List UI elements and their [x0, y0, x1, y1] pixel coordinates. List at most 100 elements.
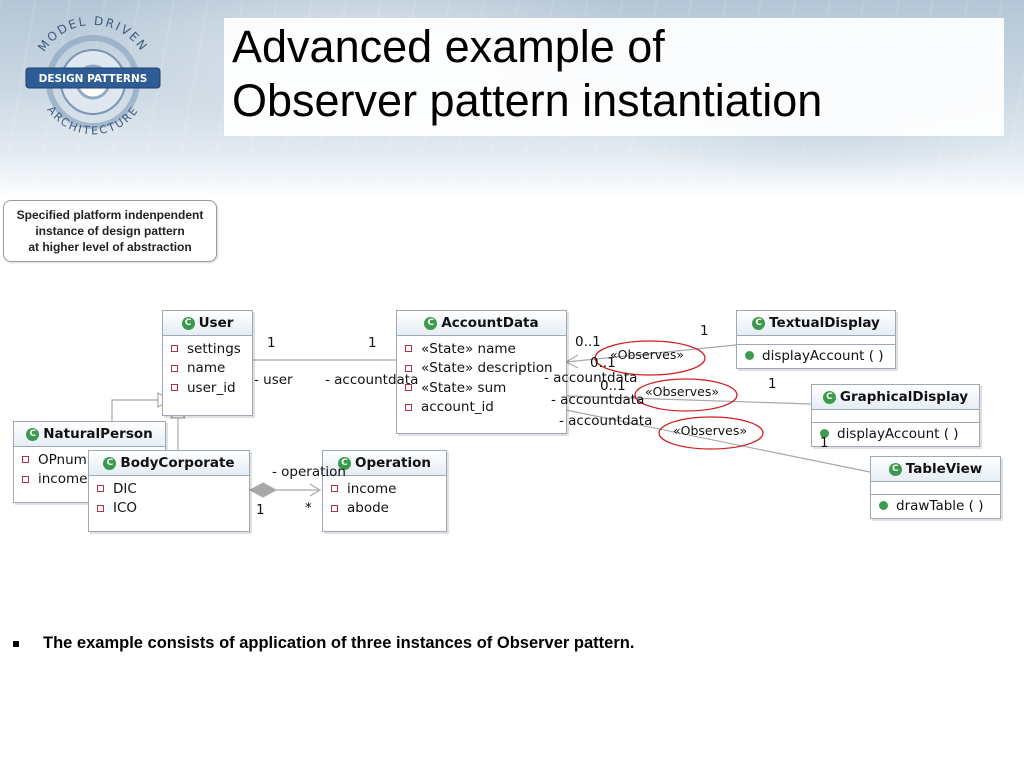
attribute-row: abode	[323, 499, 446, 519]
attribute-row: income	[323, 479, 446, 499]
obs3-target-multiplicity: 1	[820, 435, 829, 451]
private-attribute-icon	[171, 345, 178, 353]
public-operation-icon	[745, 351, 754, 361]
class-operation-attributes: income abode	[323, 476, 446, 531]
obs1-target-multiplicity: 1	[700, 323, 709, 339]
uml-class-diagram: C User settings name user_id C AccountDa…	[0, 300, 1024, 540]
attribute-name: settings	[187, 340, 241, 357]
bodycorporate-multiplicity: 1	[256, 502, 265, 518]
class-accountdata-header: C AccountData	[397, 311, 566, 336]
bullet-square-icon	[13, 640, 19, 647]
operation-name: displayAccount ( )	[762, 347, 884, 364]
public-operation-icon	[879, 501, 888, 511]
class-bodycorporate-attributes: DIC ICO	[89, 476, 249, 531]
attribute-name: account_id	[421, 399, 494, 416]
class-tableview-methods: drawTable ( )	[871, 494, 1000, 518]
user-multiplicity: 1	[267, 335, 276, 351]
class-bodycorporate[interactable]: C BodyCorporate DIC ICO	[88, 450, 250, 532]
class-user[interactable]: C User settings name user_id	[162, 310, 253, 416]
attribute-name: «State» name	[421, 340, 516, 357]
attribute-row: «State» sum	[397, 378, 566, 398]
observes-ellipse-1	[594, 340, 706, 376]
attribute-row: «State» description	[397, 359, 566, 379]
attribute-name: «State» description	[421, 360, 553, 377]
svg-text:MODEL DRIVEN: MODEL DRIVEN	[35, 14, 151, 54]
attribute-name: income	[347, 480, 397, 497]
class-naturalperson-name: NaturalPerson	[43, 426, 153, 442]
attribute-row: income	[14, 470, 165, 490]
callout-line-1: Specified platform indenpendent	[16, 208, 204, 222]
class-textualdisplay[interactable]: C TextualDisplay displayAccount ( )	[736, 310, 896, 369]
generalization-naturalperson-line	[111, 399, 158, 422]
public-operation-icon	[820, 429, 829, 439]
attribute-name: «State» sum	[421, 379, 507, 396]
class-bodycorporate-header: C BodyCorporate	[89, 451, 249, 476]
user-role-label: - user	[254, 372, 293, 388]
obs3-role-label: - accountdata	[559, 413, 653, 429]
class-accountdata[interactable]: C AccountData «State» name «State» descr…	[396, 310, 567, 434]
observes-stereotype-1: «Observes»	[610, 347, 685, 362]
private-attribute-icon	[331, 504, 338, 512]
private-attribute-icon	[405, 403, 412, 411]
title-line-1: Advanced example of	[232, 21, 665, 72]
observes-tableview-line	[565, 409, 871, 473]
obs2-target-multiplicity: 1	[768, 376, 777, 392]
attribute-row: «State» name	[397, 339, 566, 359]
private-attribute-icon	[22, 475, 29, 483]
class-tableview-header: C TableView	[871, 457, 1000, 482]
title-box: Advanced example of Observer pattern ins…	[224, 18, 1004, 136]
class-naturalperson-header: C NaturalPerson	[14, 422, 165, 447]
class-graphicaldisplay[interactable]: C GraphicalDisplay displayAccount ( )	[811, 384, 980, 447]
attribute-name: user_id	[187, 379, 236, 396]
class-graphicaldisplay-header: C GraphicalDisplay	[812, 385, 979, 410]
obs2-role-label: - accountdata	[551, 392, 645, 408]
private-attribute-icon	[405, 384, 412, 392]
class-icon: C	[181, 316, 195, 330]
class-operation[interactable]: C Operation income abode	[322, 450, 447, 532]
observes-stereotype-2: «Observes»	[645, 384, 720, 399]
attribute-name: DIC	[113, 480, 137, 497]
class-icon: C	[888, 462, 902, 476]
operation-name: drawTable ( )	[896, 497, 984, 514]
observes-ellipse-2	[634, 378, 738, 412]
attribute-row: DIC	[89, 479, 249, 499]
class-textualdisplay-methods: displayAccount ( )	[737, 344, 895, 368]
class-user-attributes: settings name user_id	[163, 336, 252, 415]
class-graphicaldisplay-attributes	[812, 410, 979, 422]
class-icon: C	[337, 456, 351, 470]
class-tableview-name: TableView	[905, 461, 983, 477]
class-accountdata-name: AccountData	[441, 315, 539, 331]
class-textualdisplay-header: C TextualDisplay	[737, 311, 895, 336]
private-attribute-icon	[405, 345, 412, 353]
class-operation-name: Operation	[354, 455, 432, 471]
class-user-name: User	[198, 315, 234, 331]
private-attribute-icon	[171, 384, 178, 392]
class-accountdata-attributes: «State» name «State» description «State»…	[397, 336, 566, 433]
class-user-header: C User	[163, 311, 252, 336]
class-tableview-attributes	[871, 482, 1000, 494]
private-attribute-icon	[331, 485, 338, 493]
bullet-text: The example consists of application of t…	[43, 634, 635, 652]
accountdata-multiplicity: 1	[368, 335, 377, 351]
attribute-name: abode	[347, 500, 389, 517]
abstraction-callout: Specified platform indenpendent instance…	[3, 200, 217, 262]
title-line-2: Observer pattern instantiation	[232, 75, 823, 126]
class-icon: C	[752, 316, 766, 330]
attribute-name: ICO	[113, 500, 138, 517]
operation-name: displayAccount ( )	[837, 425, 959, 442]
class-graphicaldisplay-methods: displayAccount ( )	[812, 422, 979, 446]
observes-graphicaldisplay-line	[565, 395, 812, 405]
class-bodycorporate-name: BodyCorporate	[120, 455, 235, 471]
bullet-point: The example consists of application of t…	[13, 634, 634, 653]
observes-ellipse-3	[658, 416, 764, 450]
class-tableview[interactable]: C TableView drawTable ( )	[870, 456, 1001, 519]
class-graphicaldisplay-name: GraphicalDisplay	[839, 389, 969, 405]
attribute-row: account_id	[397, 398, 566, 418]
header-banner: MODEL DRIVEN ARCHITECTURE DESIGN PATTERN…	[0, 0, 1024, 200]
operation-row: displayAccount ( )	[812, 424, 979, 444]
private-attribute-icon	[405, 364, 412, 372]
operation-row: displayAccount ( )	[737, 346, 895, 366]
obs1-source-multiplicity: 0..1	[575, 334, 601, 350]
class-textualdisplay-name: TextualDisplay	[769, 315, 880, 331]
diagram-connectors	[111, 340, 871, 498]
